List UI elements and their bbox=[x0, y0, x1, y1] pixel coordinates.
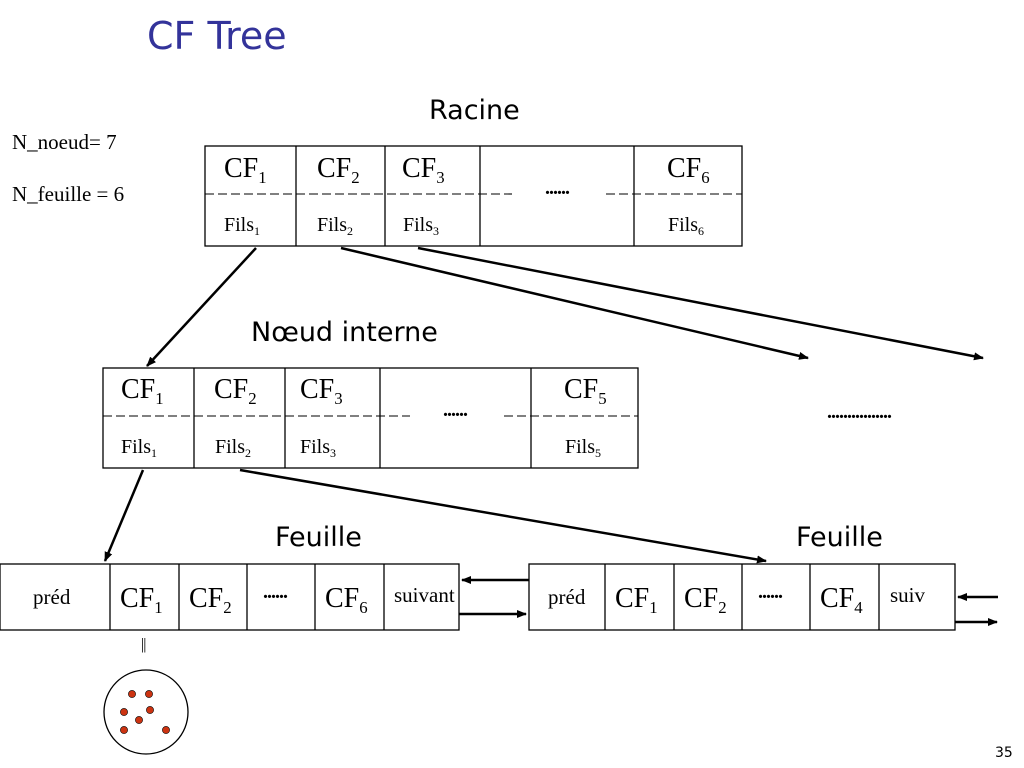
param-n-feuille: N_feuille = 6 bbox=[12, 182, 125, 206]
arrow-internal-fils1 bbox=[103, 469, 145, 562]
leaf2-ellipsis: ...... bbox=[758, 581, 783, 603]
root-cf3: CF3 bbox=[402, 153, 445, 187]
root-cf6: CF6 bbox=[667, 153, 710, 187]
leaf2-cf1: CF1 bbox=[615, 583, 658, 617]
leaf1-cf2: CF2 bbox=[189, 583, 232, 617]
arrow-root-fils3 bbox=[417, 246, 984, 361]
cluster-circle bbox=[103, 669, 189, 755]
internal-cf2: CF2 bbox=[214, 374, 257, 408]
leaf2-cf2: CF2 bbox=[684, 583, 727, 617]
param-n-noeud: N_noeud= 7 bbox=[12, 130, 117, 154]
internal-node-label: Nœud interne bbox=[251, 317, 438, 348]
leaf2-label: Feuille bbox=[796, 522, 883, 553]
root-ellipsis: ...... bbox=[545, 177, 570, 199]
leaf1-ellipsis: ...... bbox=[263, 581, 288, 603]
leaf2-prev: préd bbox=[548, 585, 586, 609]
leaf1-cf1: CF1 bbox=[120, 583, 163, 617]
arrow-root-fils1 bbox=[146, 247, 257, 367]
root-node-box bbox=[204, 145, 743, 247]
leaf1-next: suivant bbox=[394, 583, 455, 607]
root-cf1: CF1 bbox=[224, 153, 267, 187]
equivalence-symbol: || bbox=[141, 636, 147, 653]
internal-node-box bbox=[102, 367, 639, 469]
cluster-points bbox=[120, 690, 170, 734]
internal-fils2: Fils2 bbox=[215, 436, 252, 461]
leaf1-cf6: CF6 bbox=[325, 583, 368, 617]
root-fils2: Fils2 bbox=[317, 214, 354, 239]
leaf2-cf4: CF4 bbox=[820, 583, 863, 617]
root-fils1: Fils1 bbox=[224, 214, 261, 239]
root-fils3: Fils3 bbox=[403, 214, 440, 239]
leaf1-label: Feuille bbox=[275, 522, 362, 553]
more-nodes-ellipsis: ................ bbox=[827, 401, 892, 423]
internal-ellipsis: ...... bbox=[443, 399, 468, 421]
leaf1-prev: préd bbox=[33, 585, 71, 609]
slide-title: CF Tree bbox=[147, 14, 287, 58]
leaf2-next: suiv bbox=[890, 583, 926, 607]
internal-cf5: CF5 bbox=[564, 374, 607, 408]
internal-fils1: Fils1 bbox=[121, 436, 158, 461]
internal-fils5: Fils5 bbox=[565, 436, 602, 461]
internal-cf3: CF3 bbox=[300, 374, 343, 408]
leaf2-box bbox=[528, 563, 956, 631]
page-number: 35 bbox=[995, 745, 1013, 761]
root-cf2: CF2 bbox=[317, 153, 360, 187]
root-label: Racine bbox=[429, 95, 520, 126]
root-fils6: Fils6 bbox=[668, 214, 705, 239]
internal-cf1: CF1 bbox=[121, 374, 164, 408]
leaf1-box bbox=[0, 563, 460, 631]
internal-fils3: Fils3 bbox=[300, 436, 337, 461]
arrow-internal-fils2 bbox=[239, 468, 767, 564]
arrow-root-fils2 bbox=[340, 246, 809, 360]
